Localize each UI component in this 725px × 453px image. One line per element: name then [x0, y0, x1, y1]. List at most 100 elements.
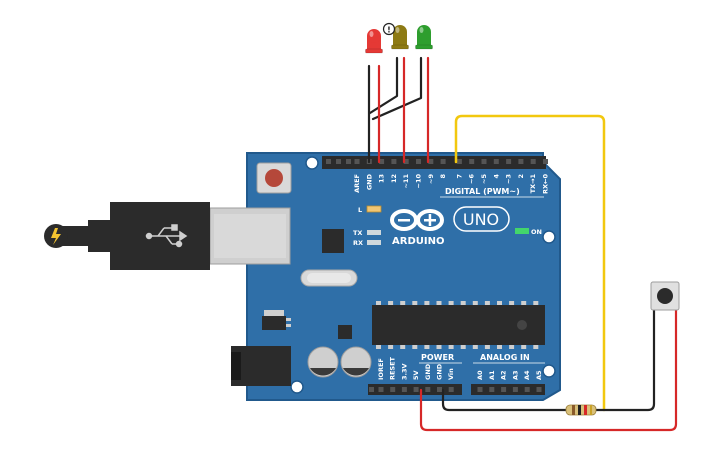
header-pin[interactable] [390, 387, 396, 392]
header-pin[interactable] [524, 387, 530, 392]
header-pin[interactable] [469, 159, 475, 164]
chip-leg [484, 345, 490, 349]
small-ic [338, 325, 352, 339]
black-wire-led3[interactable] [371, 56, 423, 121]
resistor[interactable] [565, 404, 597, 416]
header-pin[interactable] [425, 387, 431, 392]
led-l-indicator: L [358, 205, 382, 214]
header-pin[interactable] [416, 159, 421, 164]
digital-pin-label: 7 [455, 174, 463, 179]
header-pin[interactable] [401, 387, 407, 392]
mount-hole [305, 156, 319, 170]
header-pin[interactable] [369, 387, 374, 392]
header-pin[interactable] [354, 159, 360, 164]
led-group [365, 25, 433, 54]
power-section-label: POWER [421, 353, 454, 362]
header-pin[interactable] [391, 159, 397, 164]
header-pin[interactable] [512, 387, 518, 392]
red-wire-5v[interactable] [419, 308, 678, 432]
power-pin-label: 3.3V [400, 363, 408, 380]
header-pin[interactable] [477, 387, 483, 392]
header-pin[interactable] [440, 159, 446, 164]
analog-pin-label: A1 [488, 370, 496, 380]
chip-leg [400, 301, 406, 305]
chip-leg [497, 345, 502, 349]
capacitor-left [307, 346, 339, 378]
infinity-icon [390, 209, 444, 231]
header-pin[interactable] [543, 159, 548, 164]
header-pin[interactable] [336, 159, 341, 164]
model-label: UNO [463, 210, 499, 229]
chip-leg [484, 301, 490, 305]
header-pin[interactable] [536, 387, 542, 392]
chip-leg [533, 301, 539, 305]
header-pin[interactable] [489, 387, 495, 392]
chip-leg [388, 301, 394, 305]
atmega-chip [372, 301, 545, 349]
txrx-indicators: TX RX [353, 229, 381, 247]
header-pin[interactable] [428, 159, 434, 164]
header-pin[interactable] [403, 159, 409, 164]
chip-leg [376, 345, 381, 349]
header-pin[interactable] [493, 159, 499, 164]
warning-badge[interactable]: ! [382, 22, 396, 36]
power-pin-label: Vin [447, 368, 455, 380]
digital-pin-label: 12 [390, 174, 398, 183]
digital-pin-label: AREF [353, 174, 361, 193]
chip-leg [376, 301, 381, 305]
power-jack [231, 346, 291, 386]
black-wire-led2[interactable] [368, 56, 399, 115]
header-pin[interactable] [530, 159, 536, 164]
black-wire-gnd[interactable] [441, 388, 568, 412]
voltage-regulator [262, 310, 291, 330]
analog-header [471, 384, 545, 395]
power-pin-label: IOREF [377, 358, 385, 380]
usb-chip [322, 229, 344, 253]
digital-pin-label: 4 [492, 174, 500, 179]
digital-pin-label: ~10 [415, 174, 423, 189]
header-pin[interactable] [481, 159, 487, 164]
indicator-l-label: L [358, 206, 362, 214]
header-pin[interactable] [413, 387, 419, 392]
analog-pin-label: A2 [500, 370, 508, 380]
indicator-rx-label: RX [353, 239, 363, 247]
red-led[interactable] [365, 29, 383, 54]
digital-pin-label: ~5 [480, 174, 488, 184]
header-pin[interactable] [379, 159, 385, 164]
usb-plug-icon[interactable] [44, 202, 210, 270]
reset-button[interactable] [256, 162, 292, 194]
header-pin[interactable] [346, 159, 351, 164]
wires [367, 56, 678, 432]
header-pin[interactable] [378, 387, 384, 392]
digital-pin-label: TX→1 [529, 174, 537, 194]
chip-leg [460, 345, 466, 349]
yellow-wire[interactable] [454, 114, 606, 412]
warning-icon: ! [387, 26, 391, 35]
digital-pin-label: ~3 [505, 174, 513, 184]
chip-leg [497, 301, 502, 305]
chip-leg [412, 301, 418, 305]
header-pin[interactable] [501, 387, 507, 392]
chip-leg [448, 301, 454, 305]
header-pin[interactable] [456, 159, 462, 164]
header-pin[interactable] [326, 159, 331, 164]
header-pin[interactable] [506, 159, 512, 164]
usb-symbol-icon [145, 224, 188, 248]
header-pin[interactable] [518, 159, 524, 164]
chip-leg [521, 345, 527, 349]
chip-leg [448, 345, 454, 349]
header-pin[interactable] [437, 387, 442, 392]
header-pin[interactable] [448, 387, 454, 392]
chip-leg [460, 301, 466, 305]
analog-section-label: ANALOG IN [480, 353, 530, 362]
pushbutton[interactable] [650, 281, 680, 311]
black-wire-button[interactable] [594, 308, 656, 412]
analog-pin-label: A3 [511, 370, 519, 380]
digital-pin-label: 8 [439, 174, 447, 179]
olive-led[interactable] [391, 25, 409, 50]
power-pin-label: 5V [412, 370, 420, 380]
green-led[interactable] [415, 25, 433, 50]
